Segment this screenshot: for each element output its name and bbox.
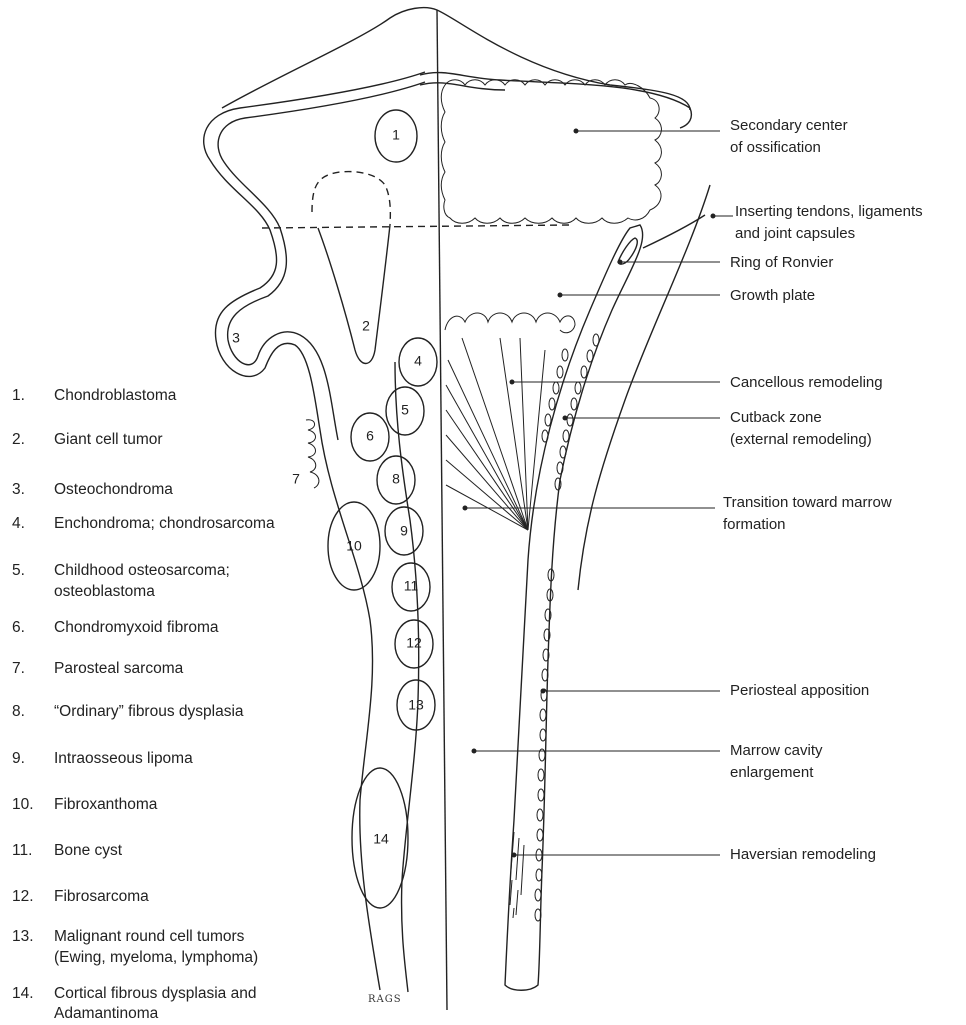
callout-periosteal-apposition: Periosteal apposition — [730, 682, 869, 699]
marker-6: 6 — [366, 428, 374, 444]
marker-8: 8 — [392, 471, 400, 487]
legend-item-10-label: Fibroxanthoma — [54, 796, 158, 813]
bone-drawing — [204, 8, 710, 1010]
articular-cap — [222, 8, 690, 110]
legend-item-1-num: 1. — [12, 387, 25, 404]
legend-item-5-label: Childhood osteosarcoma; osteoblastoma — [54, 562, 234, 600]
marker-11: 11 — [404, 578, 419, 594]
secondary-center-ossification — [441, 80, 661, 224]
legend-item-14-num: 14. — [12, 985, 34, 1002]
legend-item-12-num: 12. — [12, 888, 34, 905]
legend-item-5-num: 5. — [12, 562, 25, 579]
metaphysis-dashed-line — [262, 225, 570, 228]
callout-cancellous-remodeling: Cancellous remodeling — [730, 374, 883, 391]
right-cortex-outer — [505, 225, 643, 990]
marker-14: 14 — [373, 831, 389, 847]
legend-item-1-label: Chondroblastoma — [54, 387, 177, 404]
cortex-ovals — [535, 334, 599, 921]
legend-item-4-label: Enchondroma; chondrosarcoma — [54, 515, 275, 532]
legend-item-12-label: Fibrosarcoma — [54, 888, 149, 905]
legend-item-8-num: 8. — [12, 703, 25, 720]
legend-item-6-label: Chondromyxoid fibroma — [54, 619, 219, 636]
legend-item-10-num: 10. — [12, 796, 34, 813]
marker-12: 12 — [406, 635, 422, 651]
legend-item-7-num: 7. — [12, 660, 25, 677]
marker-4: 4 — [414, 353, 422, 369]
callout-marrow-cavity: Marrow cavity enlargement — [730, 742, 827, 781]
marker-1: 1 — [392, 127, 400, 143]
marker-3: 3 — [232, 330, 240, 346]
callout-inserting-tendons: Inserting tendons, ligaments and joint c… — [735, 203, 927, 242]
marker-2: 2 — [362, 318, 370, 334]
tumor-legend: 1. Chondroblastoma 2. Giant cell tumor 3… — [12, 387, 275, 1022]
legend-item-13-num: 13. — [12, 928, 34, 945]
cancellous-fan — [446, 338, 545, 530]
legend-item-7-label: Parosteal sarcoma — [54, 660, 184, 677]
parosteal-bumps — [306, 420, 319, 488]
marker-5: 5 — [401, 402, 409, 418]
legend-item-2-num: 2. — [12, 431, 25, 448]
legend-item-2-label: Giant cell tumor — [54, 431, 163, 448]
legend-item-9-num: 9. — [12, 750, 25, 767]
marker-10: 10 — [346, 538, 362, 554]
legend-item-8-label: “Ordinary” fibrous dysplasia — [54, 703, 244, 720]
midline — [437, 10, 447, 1010]
tumor-markers: 1 2 3 4 5 6 7 8 10 9 11 12 13 14 — [232, 110, 437, 908]
legend-item-11-label: Bone cyst — [54, 842, 123, 859]
callout-secondary-center: Secondary center of ossification — [730, 117, 852, 156]
giant-cell-body — [318, 225, 390, 364]
legend-item-3-num: 3. — [12, 481, 25, 498]
callout-growth-plate: Growth plate — [730, 287, 815, 304]
legend-item-6-num: 6. — [12, 619, 25, 636]
legend-item-13-label: Malignant round cell tumors (Ewing, myel… — [54, 928, 258, 966]
marker-13: 13 — [408, 697, 424, 713]
callout-transition-marrow: Transition toward marrow formation — [723, 494, 896, 533]
callout-haversian-remodeling: Haversian remodeling — [730, 846, 876, 863]
legend-item-9-label: Intraosseous lipoma — [54, 750, 193, 767]
articular-cartilage-inner — [420, 83, 505, 90]
callout-ring-of-ronvier: Ring of Ronvier — [730, 254, 833, 271]
giant-cell-dashed-top — [312, 172, 390, 225]
legend-item-3-label: Osteochondroma — [54, 481, 173, 498]
legend-item-14-label: Cortical fibrous dysplasia and Adamantin… — [54, 985, 261, 1022]
legend-item-11-num: 11. — [12, 842, 32, 859]
tendon-arc-outer — [578, 185, 710, 590]
growth-plate-scallops — [445, 313, 575, 333]
marker-7: 7 — [292, 471, 300, 487]
callout-cutback-zone: Cutback zone (external remodeling) — [730, 409, 872, 448]
legend-item-4-num: 4. — [12, 515, 25, 532]
tendon-arc-short — [643, 215, 705, 248]
artist-signature: RAGS — [368, 994, 402, 1005]
callout-labels: Secondary center of ossification Inserti… — [723, 117, 927, 863]
marker-9: 9 — [400, 523, 408, 539]
